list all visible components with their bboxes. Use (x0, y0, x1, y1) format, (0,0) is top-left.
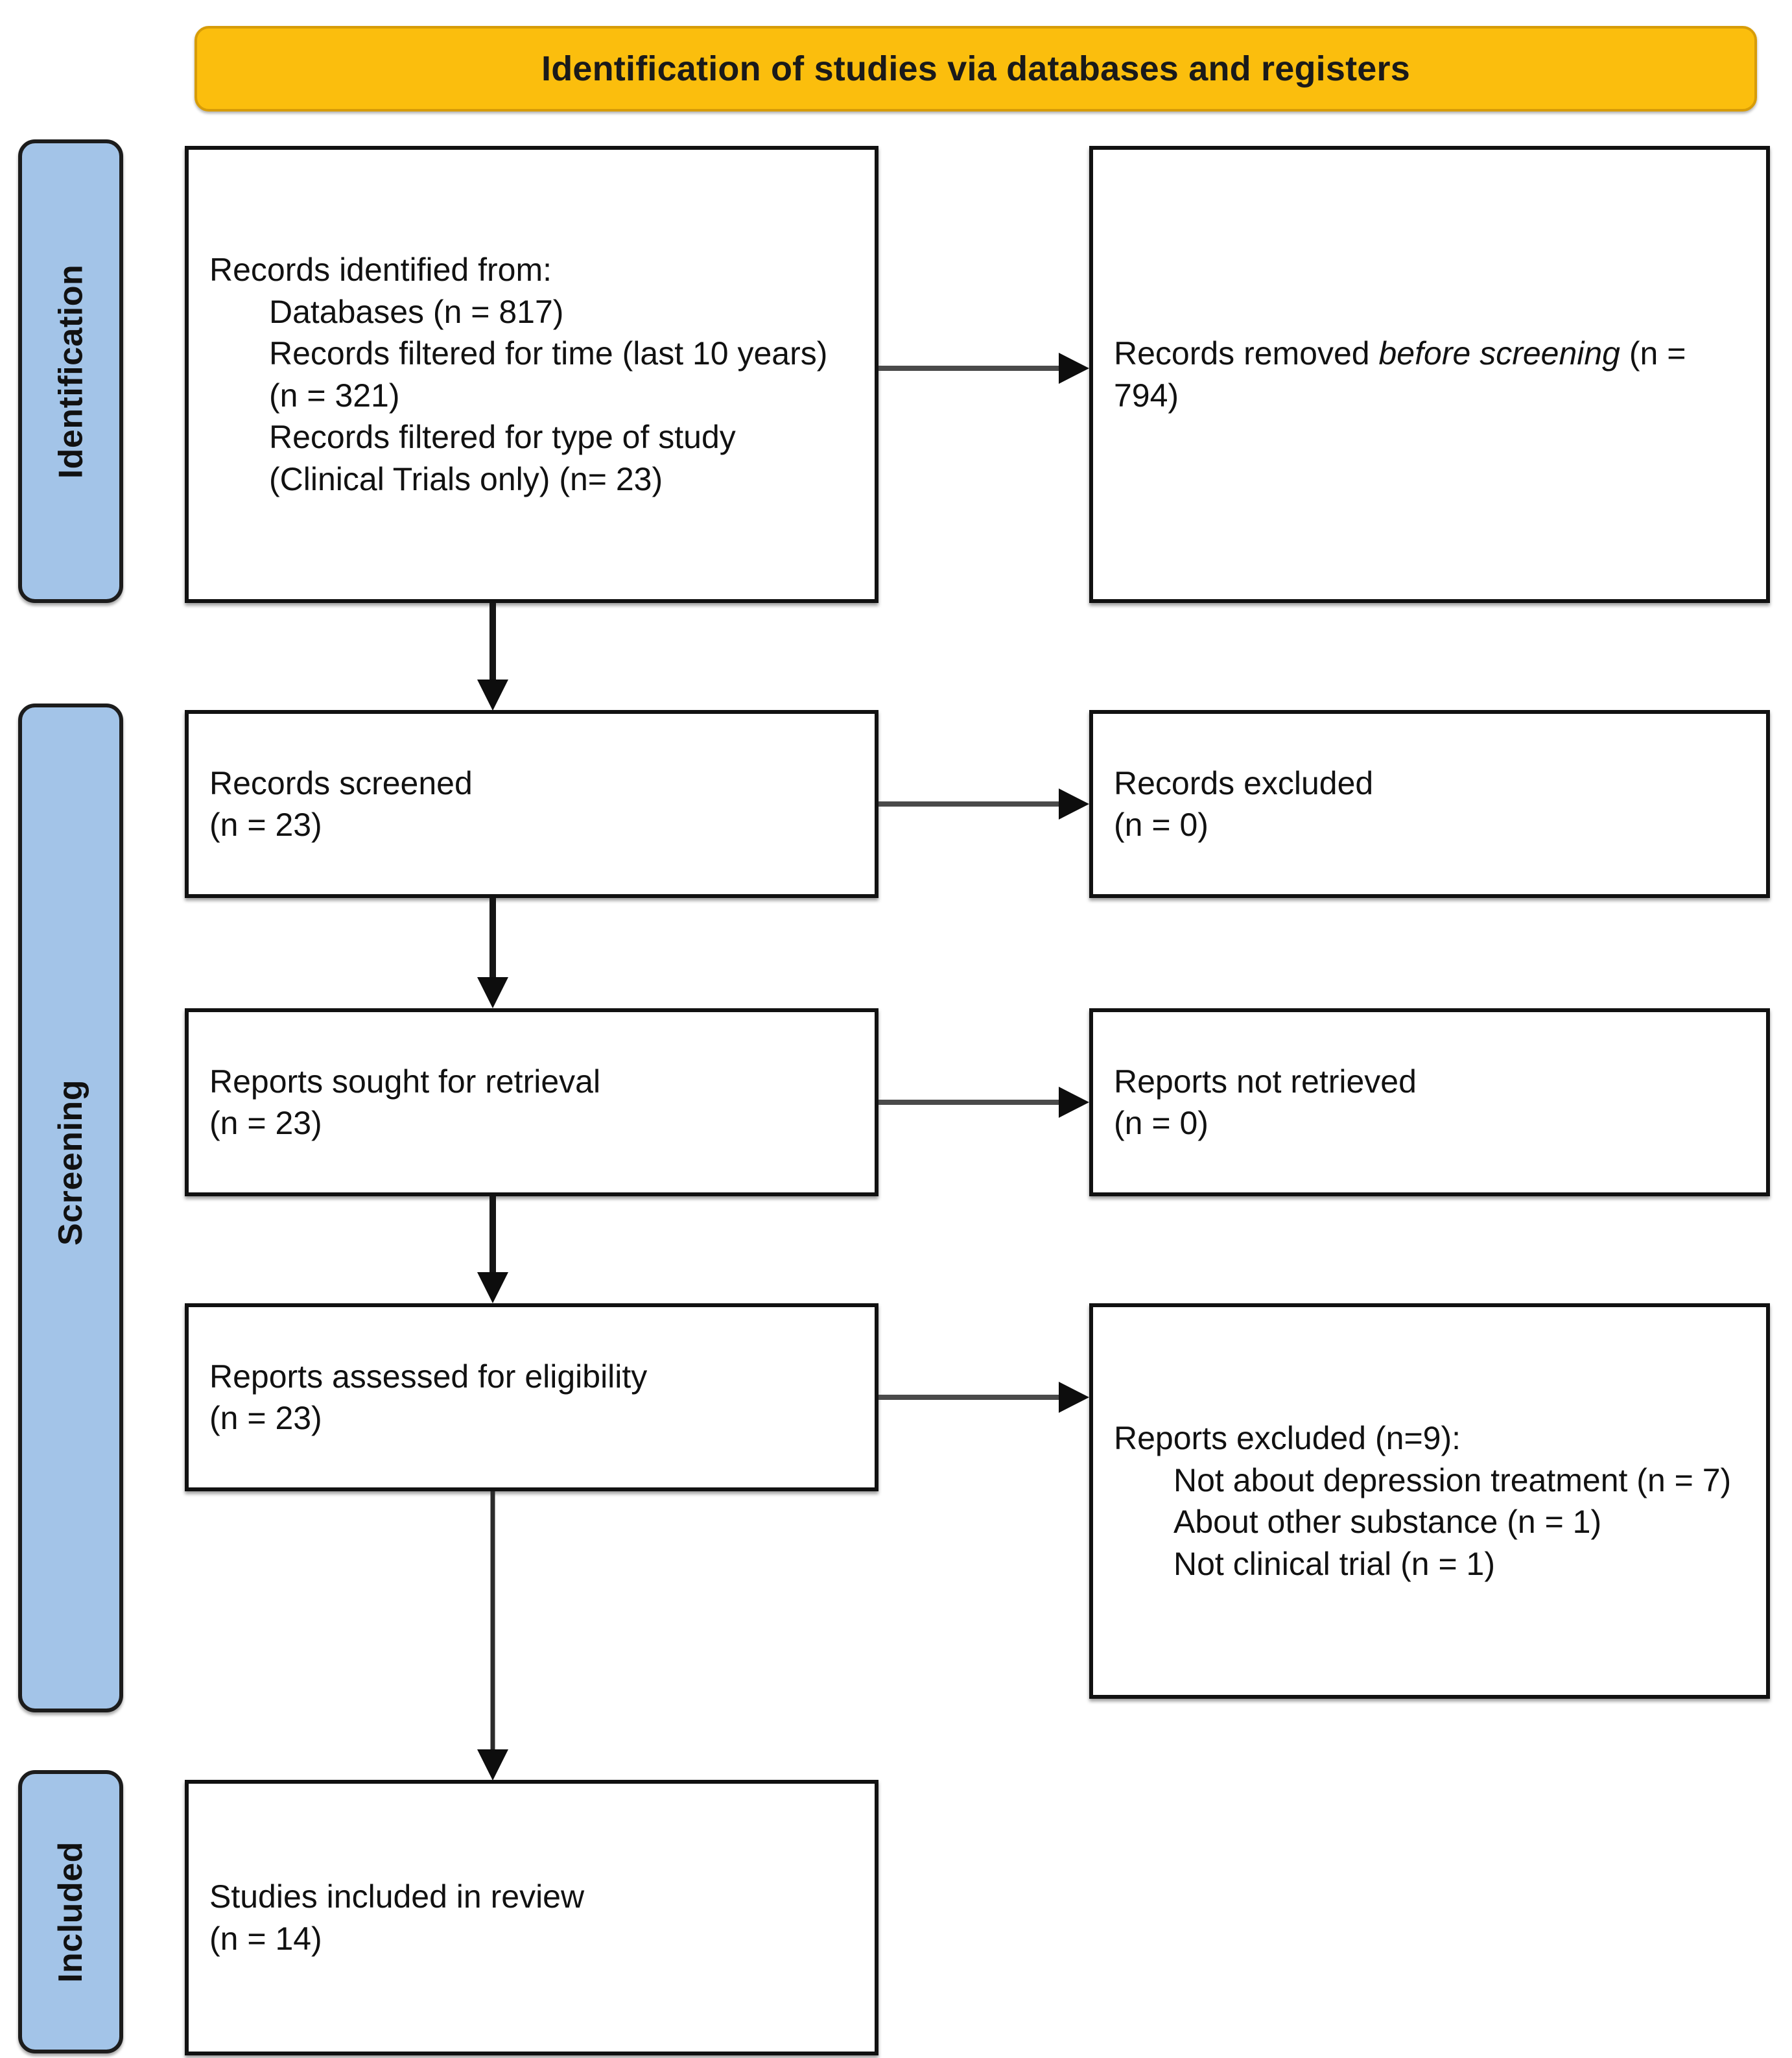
records-screened-label: Records screened (209, 764, 473, 801)
box-reports-not-retrieved: Reports not retrieved (n = 0) (1089, 1008, 1770, 1196)
box-records-removed-before-screening: Records removed before screening (n = 79… (1089, 146, 1770, 603)
records-excluded-count: (n = 0) (1114, 807, 1208, 843)
stage-label-text: Screening (52, 1080, 90, 1246)
box-records-screened-text: Records screened (n = 23) (209, 763, 854, 846)
diagram-header-banner: Identification of studies via databases … (195, 26, 1757, 112)
box-reports-not-retrieved-text: Reports not retrieved (n = 0) (1114, 1061, 1745, 1144)
studies-included-count: (n = 14) (209, 1920, 322, 1957)
box-reports-sought-text: Reports sought for retrieval (n = 23) (209, 1061, 854, 1144)
banner-title: Identification of studies via databases … (541, 49, 1410, 88)
box-studies-included-in-review: Studies included in review (n = 14) (185, 1780, 878, 2055)
records-identified-heading: Records identified from: (209, 252, 552, 288)
arrow-sought-to-assessed (473, 1196, 512, 1307)
stage-label-included: Included (18, 1770, 123, 2053)
reports-excluded-reason-0: Not about depression treatment (n = 7) (1173, 1461, 1732, 1498)
box-reports-excluded: Reports excluded (n=9): Not about depres… (1089, 1303, 1770, 1699)
arrow-identified-to-screened (473, 603, 512, 713)
stage-label-screening: Screening (18, 704, 123, 1712)
box-records-excluded: Records excluded (n = 0) (1089, 710, 1770, 898)
box-reports-assessed-for-eligibility: Reports assessed for eligibility (n = 23… (185, 1303, 878, 1491)
reports-sought-count: (n = 23) (209, 1105, 322, 1141)
box-reports-sought-for-retrieval: Reports sought for retrieval (n = 23) (185, 1008, 878, 1196)
stage-label-identification: Identification (18, 139, 123, 603)
reports-assessed-count: (n = 23) (209, 1400, 322, 1436)
records-identified-item-0: Databases (n = 817) (269, 293, 564, 330)
reports-excluded-reason-2: Not clinical trial (n = 1) (1173, 1545, 1495, 1582)
box-records-removed-text: Records removed before screening (n = 79… (1114, 333, 1745, 416)
box-records-screened: Records screened (n = 23) (185, 710, 878, 898)
stage-label-text: Identification (52, 264, 89, 479)
box-reports-excluded-text: Reports excluded (n=9): Not about depres… (1114, 1417, 1745, 1585)
records-identified-item-2: Records filtered for type of study (Clin… (269, 419, 736, 497)
stage-label-text: Included (52, 1841, 90, 1983)
records-identified-item-1: Records filtered for time (last 10 years… (269, 335, 828, 414)
box-records-identified: Records identified from: Databases (n = … (185, 146, 878, 603)
records-removed-line2-emphasis: screening (1480, 335, 1620, 372)
box-records-excluded-text: Records excluded (n = 0) (1114, 763, 1745, 846)
reports-excluded-reason-1: About other substance (n = 1) (1173, 1504, 1602, 1540)
arrow-screened-to-excluded (878, 785, 1092, 823)
arrow-assessed-to-reports-excluded (878, 1378, 1092, 1417)
reports-not-retrieved-count: (n = 0) (1114, 1105, 1208, 1141)
box-studies-included-text: Studies included in review (n = 14) (209, 1876, 854, 1959)
reports-sought-label: Reports sought for retrieval (209, 1063, 601, 1100)
studies-included-label: Studies included in review (209, 1878, 585, 1915)
records-removed-line1-emphasis: before (1378, 335, 1471, 372)
box-reports-assessed-text: Reports assessed for eligibility (n = 23… (209, 1356, 854, 1439)
records-excluded-label: Records excluded (1114, 764, 1374, 801)
records-removed-line1-prefix: Records removed (1114, 335, 1379, 372)
arrow-screened-to-sought (473, 898, 512, 1011)
records-screened-count: (n = 23) (209, 807, 322, 843)
arrow-identified-to-removed (878, 349, 1092, 388)
reports-assessed-label: Reports assessed for eligibility (209, 1358, 648, 1395)
box-records-identified-text: Records identified from: Databases (n = … (209, 249, 854, 500)
arrow-sought-to-not-retrieved (878, 1083, 1092, 1122)
arrow-assessed-to-included (473, 1491, 512, 1783)
reports-excluded-heading: Reports excluded (n=9): (1114, 1420, 1461, 1456)
reports-not-retrieved-label: Reports not retrieved (1114, 1063, 1417, 1100)
records-removed-line2-count: (n = 794) (1114, 335, 1686, 414)
